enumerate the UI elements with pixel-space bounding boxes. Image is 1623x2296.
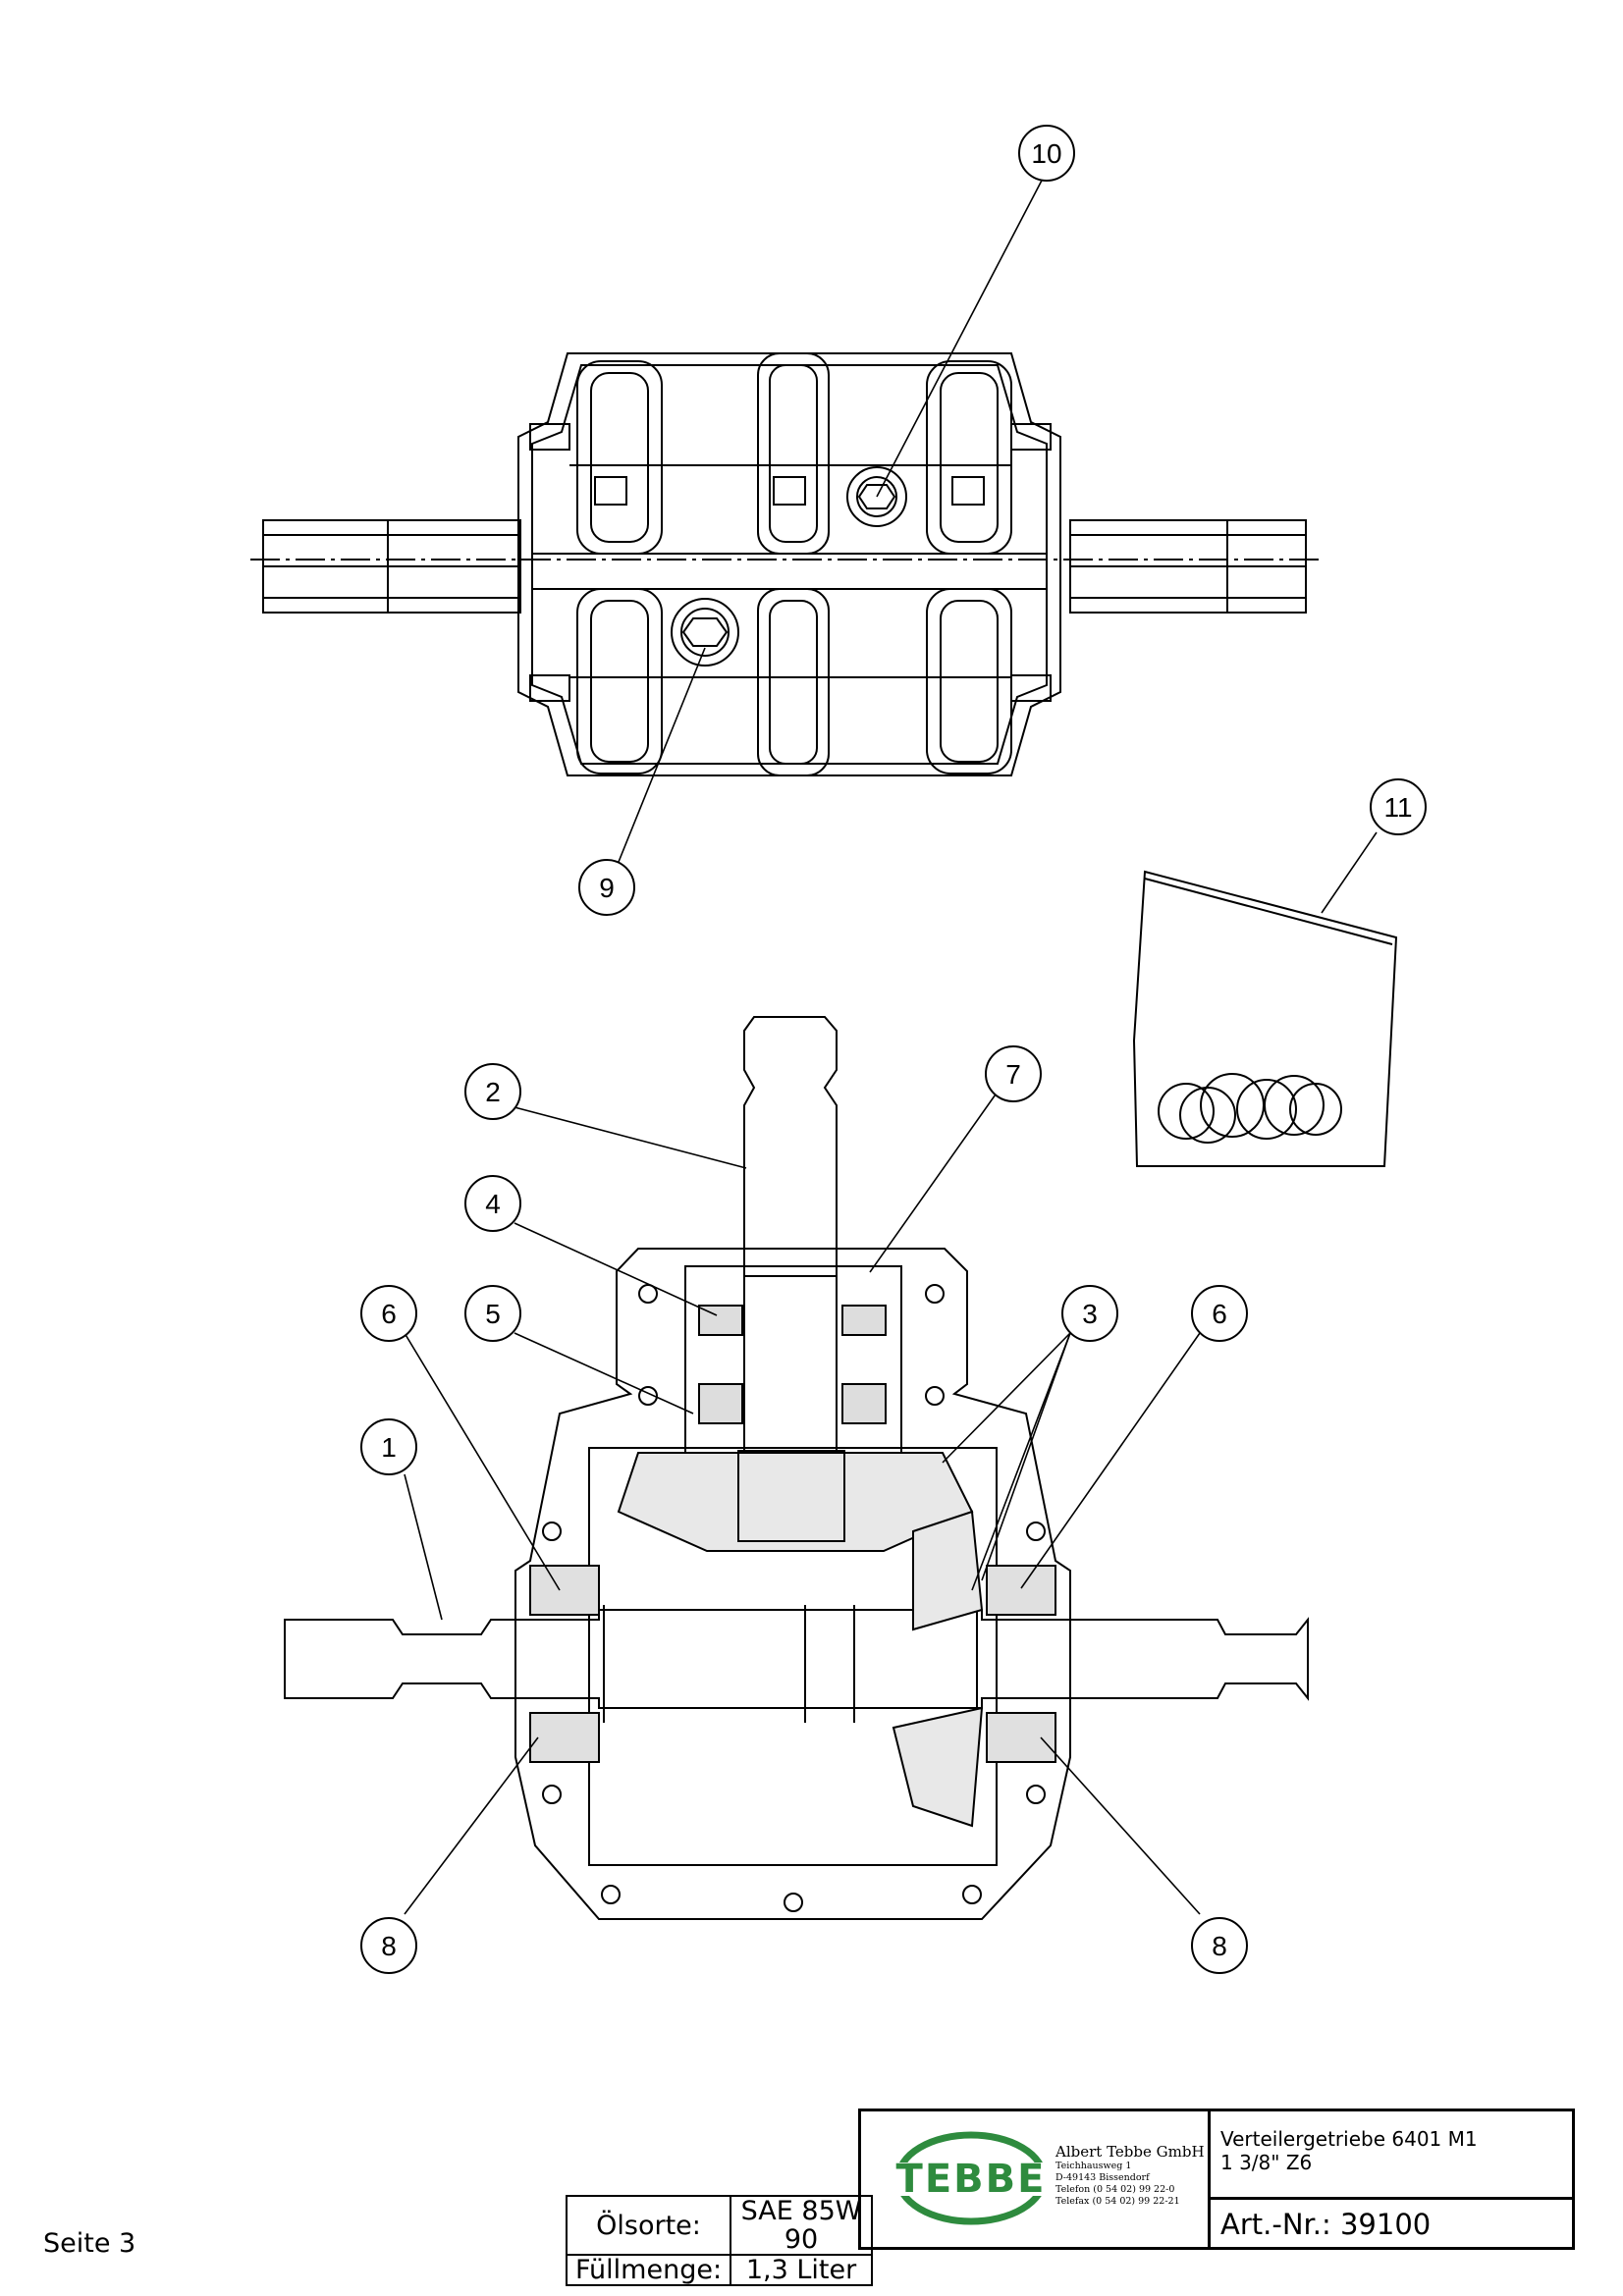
oil-amount-label: Füllmenge: xyxy=(565,2254,732,2286)
callout-8-right: 8 xyxy=(1191,1917,1248,1974)
svg-text:3: 3 xyxy=(1082,1299,1098,1329)
svg-text:6: 6 xyxy=(1212,1299,1227,1329)
company-city: D-49143 Bissendorf xyxy=(1055,2172,1150,2183)
callout-5: 5 xyxy=(464,1285,521,1342)
svg-text:4: 4 xyxy=(485,1189,501,1219)
page-number: Seite 3 xyxy=(43,2228,136,2259)
callout-7: 7 xyxy=(985,1045,1042,1102)
tebbe-logo: TEBBE xyxy=(875,2131,1067,2225)
callout-1: 1 xyxy=(360,1418,417,1475)
company-address: Albert Tebbe GmbH Teichhausweg 1 D-49143… xyxy=(1055,2143,1205,2208)
svg-text:7: 7 xyxy=(1005,1059,1021,1090)
svg-text:1: 1 xyxy=(381,1432,397,1463)
callouts: 1 2 3 4 5 6 6 7 8 8 9 10 11 xyxy=(360,125,1427,1974)
svg-text:10: 10 xyxy=(1031,138,1061,169)
callout-10: 10 xyxy=(1018,125,1075,182)
callout-4: 4 xyxy=(464,1175,521,1232)
title-info: Verteilergetriebe 6401 M1 1 3/8" Z6 Art.… xyxy=(1211,2111,1572,2247)
product-description: Verteilergetriebe 6401 M1 1 3/8" Z6 xyxy=(1211,2111,1572,2200)
oil-type-value: SAE 85W 90 xyxy=(730,2195,874,2256)
company-phone: Telefon (0 54 02) 99 22-0 xyxy=(1055,2184,1175,2195)
callout-6-left: 6 xyxy=(360,1285,417,1342)
svg-text:8: 8 xyxy=(381,1931,397,1961)
company-name: Albert Tebbe GmbH xyxy=(1055,2143,1205,2161)
circlip-bag xyxy=(1132,870,1398,1167)
oil-amount-value: 1,3 Liter xyxy=(730,2254,874,2286)
oil-type-label: Ölsorte: xyxy=(565,2195,732,2256)
callout-8-left: 8 xyxy=(360,1917,417,1974)
svg-text:9: 9 xyxy=(599,873,615,903)
company-fax: Telefax (0 54 02) 99 22-21 xyxy=(1055,2196,1180,2207)
svg-text:TEBBE: TEBBE xyxy=(896,2157,1047,2202)
svg-text:2: 2 xyxy=(485,1077,501,1107)
oil-spec-table: Ölsorte: SAE 85W 90 Füllmenge: 1,3 Liter xyxy=(565,2195,874,2286)
callout-3: 3 xyxy=(1061,1285,1118,1342)
callout-6-right: 6 xyxy=(1191,1285,1248,1342)
product-spec: 1 3/8" Z6 xyxy=(1220,2151,1313,2174)
product-name: Verteilergetriebe 6401 M1 xyxy=(1220,2127,1478,2151)
article-number: Art.-Nr.: 39100 xyxy=(1220,2208,1432,2241)
callout-2: 2 xyxy=(464,1063,521,1120)
svg-text:11: 11 xyxy=(1383,792,1412,823)
gearbox-section-view xyxy=(284,1016,1309,1920)
leader-lines xyxy=(404,174,1378,1915)
company-street: Teichhausweg 1 xyxy=(1055,2161,1132,2171)
svg-text:8: 8 xyxy=(1212,1931,1227,1961)
gearbox-top-view xyxy=(250,352,1321,776)
callout-9: 9 xyxy=(578,859,635,916)
svg-text:5: 5 xyxy=(485,1299,501,1329)
company-logo-cell: TEBBE Albert Tebbe GmbH Teichhausweg 1 D… xyxy=(861,2111,1211,2247)
oil-amount-row: Füllmenge: 1,3 Liter xyxy=(565,2254,874,2286)
svg-text:6: 6 xyxy=(381,1299,397,1329)
callout-11: 11 xyxy=(1370,778,1427,835)
title-block: TEBBE Albert Tebbe GmbH Teichhausweg 1 D… xyxy=(858,2109,1575,2250)
oil-type-row: Ölsorte: SAE 85W 90 xyxy=(565,2195,874,2256)
